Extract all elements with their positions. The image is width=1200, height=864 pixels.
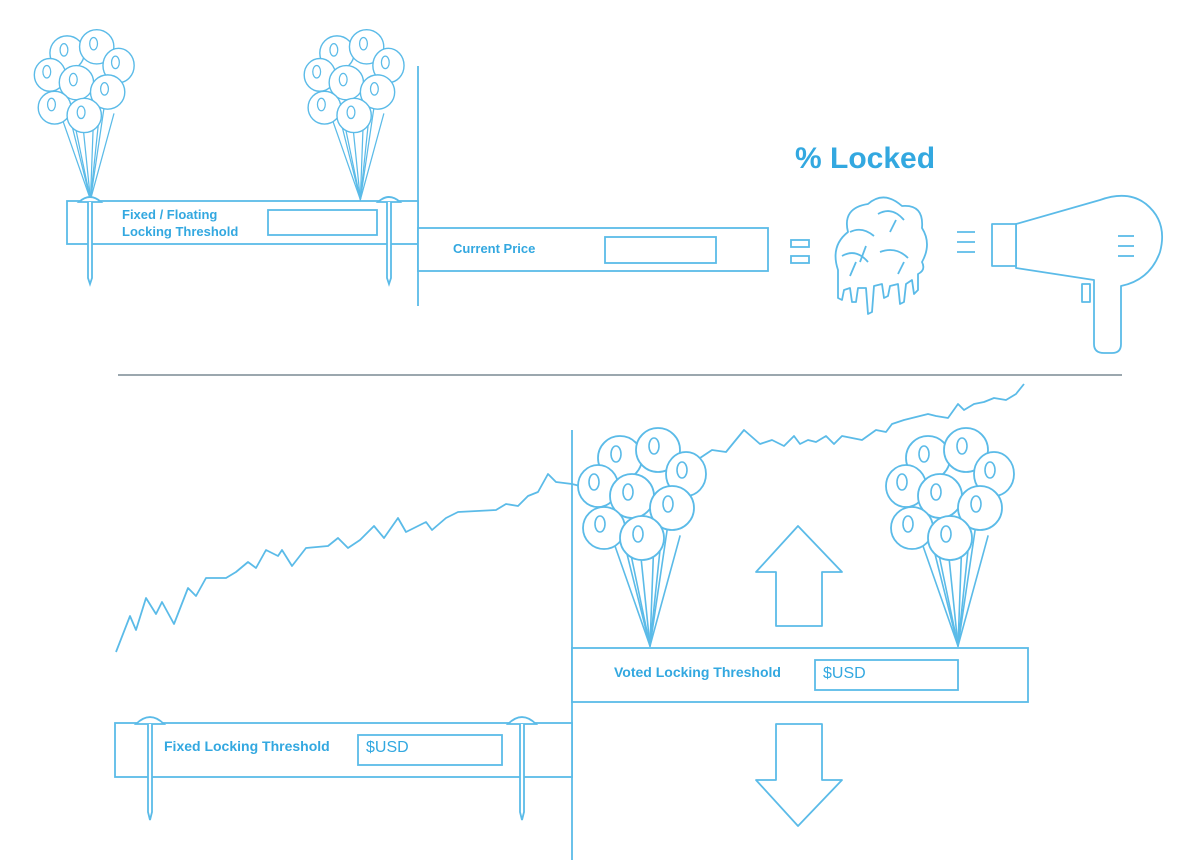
current-price-value-box xyxy=(604,236,717,264)
fixed-threshold-value: $USD xyxy=(366,739,409,756)
fixed-floating-label-line1: Fixed / Floating xyxy=(122,207,217,222)
hair-dryer-icon xyxy=(991,194,1164,354)
balloon-bunch-icon xyxy=(33,28,135,201)
down-arrow-icon xyxy=(755,723,843,827)
nail-icon xyxy=(133,716,167,821)
fixed-threshold-value-box xyxy=(357,734,503,766)
nail-icon xyxy=(505,716,539,821)
up-arrow-icon xyxy=(755,525,843,627)
balloon-bunch-icon xyxy=(303,28,405,201)
current-price-label: Current Price xyxy=(453,241,535,256)
percent-locked-title: % Locked xyxy=(795,142,935,175)
voted-threshold-value-box xyxy=(814,659,959,691)
balloon-bunch-icon xyxy=(577,427,707,647)
fixed-floating-label-line2: Locking Threshold xyxy=(122,224,238,239)
price-line-icon xyxy=(115,383,1025,653)
equals-icon xyxy=(790,239,810,264)
fixed-threshold-label: Fixed Locking Threshold xyxy=(164,738,330,754)
air-flow-lines xyxy=(957,231,975,253)
voted-threshold-label: Voted Locking Threshold xyxy=(614,664,781,680)
voted-threshold-value: $USD xyxy=(823,665,866,682)
fixed-floating-value-box xyxy=(267,209,378,236)
balloon-bunch-icon xyxy=(885,427,1015,647)
melting-ice-cream-icon xyxy=(834,196,928,315)
